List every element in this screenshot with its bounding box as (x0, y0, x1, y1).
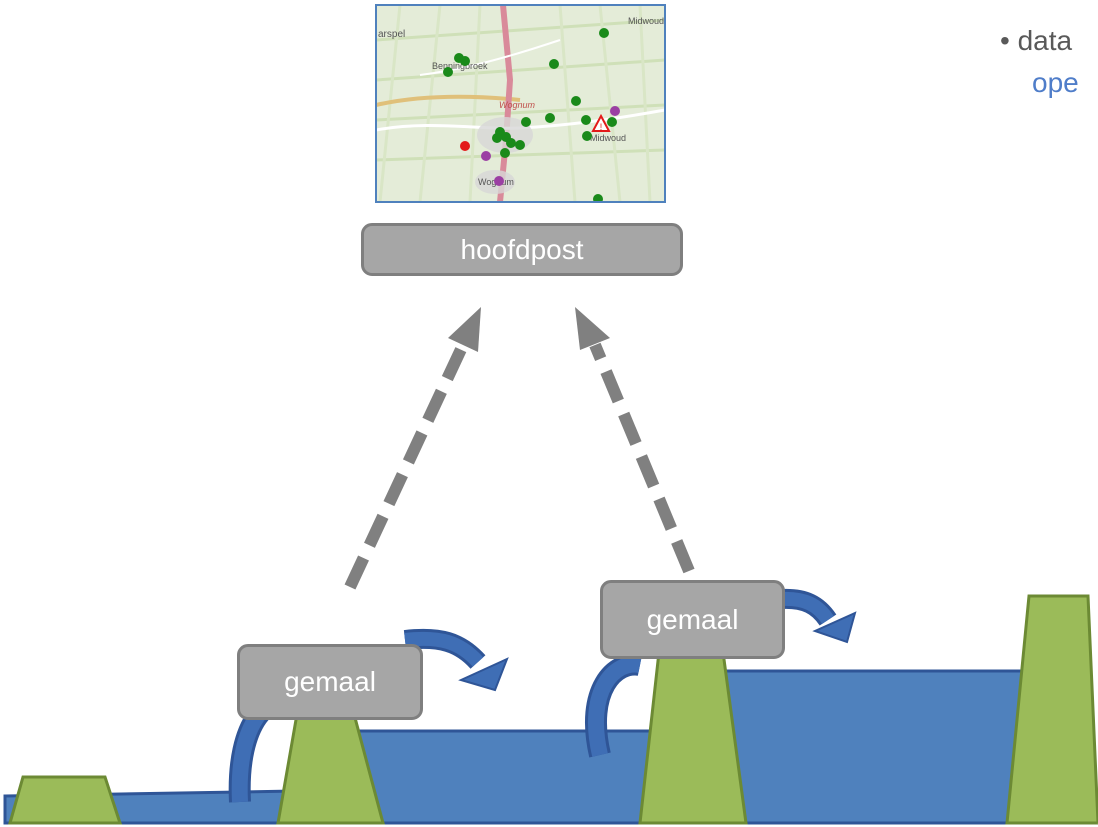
dashed-arrow-icon (344, 307, 481, 590)
svg-text:!: ! (600, 122, 603, 132)
map-label: Midwoud (590, 133, 626, 143)
main-station-box: hoofdpost (361, 223, 683, 276)
dike (8, 775, 123, 825)
curved-flow-arrow-icon (585, 653, 643, 758)
pump-station-box: gemaal (237, 644, 423, 720)
map-label: Midwoud (628, 16, 664, 26)
pump-station-box: gemaal (600, 580, 785, 659)
bullet-marker: • (1000, 25, 1010, 56)
map-thumbnail: arspel Midwoud Benningbroek Wognum Midwo… (376, 5, 665, 202)
bullet-link[interactable]: ope (1032, 67, 1079, 98)
water-channel (3, 669, 1025, 825)
dashed-arrow-icon (575, 307, 695, 574)
bullet-text: • data ope (1000, 20, 1098, 104)
map-label: Benningbroek (432, 61, 488, 71)
bullet-label: data (1017, 25, 1073, 56)
map-label: arspel (378, 29, 405, 40)
map-border (375, 4, 666, 203)
warning-triangle-icon: ! (591, 113, 611, 132)
curved-flow-arrow-icon (781, 588, 857, 644)
dike (1005, 594, 1098, 825)
curved-flow-arrow-icon (403, 628, 509, 692)
map-label: Wognum (499, 100, 536, 110)
